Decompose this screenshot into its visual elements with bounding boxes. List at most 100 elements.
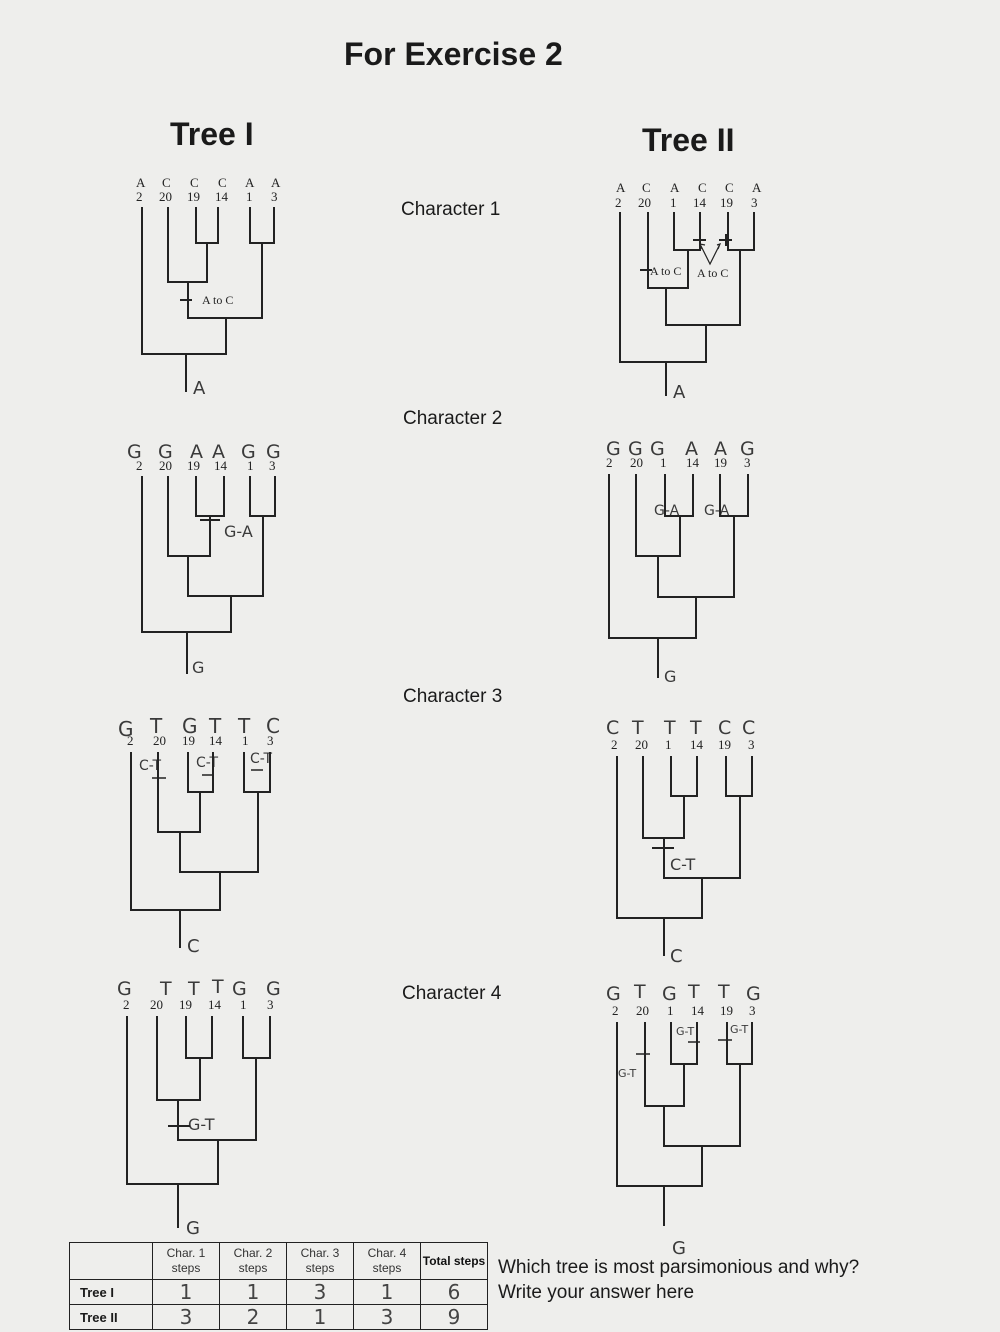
change-label: G-T: [676, 1025, 694, 1038]
step-value[interactable]: 3: [353, 1304, 421, 1330]
taxon-label: 2: [127, 733, 134, 748]
character-1-label: Character 1: [401, 199, 501, 220]
tip-state: G: [182, 714, 198, 738]
tip-state: T: [633, 981, 646, 1003]
question-text: Which tree is most parsimonious and why?: [498, 1257, 860, 1278]
tip-state: G: [266, 441, 281, 463]
taxon-label: 2: [615, 195, 622, 210]
taxon-label: 2: [611, 737, 618, 752]
step-value[interactable]: 3: [286, 1279, 354, 1305]
tip-state: A: [670, 180, 680, 195]
table-header: Char. 4 steps: [353, 1242, 421, 1280]
taxon-label: 1: [247, 458, 254, 473]
taxon-label: 14: [693, 195, 707, 210]
taxon-label: 19: [720, 195, 733, 210]
root-state: G: [186, 1218, 200, 1239]
taxon-label: 14: [686, 455, 700, 470]
answer-prompt[interactable]: Write your answer here: [498, 1282, 695, 1303]
taxon-label: 20: [630, 455, 643, 470]
tip-state: T: [631, 717, 644, 739]
tip-state: A: [190, 441, 203, 463]
character-3-label: Character 3: [403, 686, 503, 707]
change-label: A to C: [697, 266, 728, 280]
tip-state: G: [606, 983, 621, 1005]
step-value[interactable]: 1: [286, 1304, 354, 1330]
tip-state: T: [689, 717, 702, 739]
taxon-label: 14: [214, 458, 228, 473]
tip-state: A: [271, 175, 281, 190]
total-value[interactable]: 6: [420, 1279, 488, 1305]
change-label: G-T: [730, 1023, 748, 1036]
tip-state: T: [149, 714, 163, 738]
taxon-label: 3: [267, 997, 274, 1012]
tip-state: T: [237, 714, 251, 738]
taxon-label: 20: [635, 737, 648, 752]
step-value[interactable]: 1: [219, 1279, 287, 1305]
root-state: G: [672, 1238, 686, 1259]
step-value[interactable]: 1: [152, 1279, 220, 1305]
tree-2-title: Tree II: [642, 122, 735, 158]
change-label: G-T: [188, 1115, 215, 1134]
table-header: Char. 2 steps: [219, 1242, 287, 1280]
tip-state: T: [208, 714, 222, 738]
root-state: C: [187, 936, 200, 957]
tip-state: A: [616, 180, 626, 195]
taxon-label: 1: [660, 455, 667, 470]
tip-state: T: [187, 978, 200, 1000]
tip-state: G: [117, 978, 132, 1000]
taxon-label: 3: [269, 458, 276, 473]
change-label: G-T: [618, 1067, 636, 1080]
taxon-label: 2: [123, 997, 130, 1012]
taxon-label: 20: [159, 458, 172, 473]
table-header-row: Char. 1 steps Char. 2 steps Char. 3 step…: [69, 1242, 488, 1280]
root-state: A: [193, 378, 206, 399]
root-state: A: [673, 382, 686, 403]
step-value[interactable]: 3: [152, 1304, 220, 1330]
change-label: C-T: [139, 758, 162, 774]
taxon-label: 3: [751, 195, 758, 210]
taxon-label: 1: [240, 997, 247, 1012]
taxon-label: 14: [690, 737, 704, 752]
taxon-label: 3: [267, 733, 274, 748]
change-label: G-A: [224, 522, 253, 541]
total-value[interactable]: 9: [420, 1304, 488, 1330]
tip-state: T: [159, 978, 172, 1000]
tree-1-title: Tree I: [170, 116, 254, 152]
tip-state: G: [662, 983, 677, 1005]
tree1-char4: G T T T G G 2 20 19 14 1 3 G-T G: [117, 976, 281, 1239]
tip-state: C: [742, 717, 755, 739]
tree1-char1: A C C C A A 2 20 19 14 1 3 A to C A: [136, 175, 281, 399]
tip-state: C: [718, 717, 731, 739]
taxon-label: 2: [136, 189, 143, 204]
tip-state: A: [714, 438, 727, 460]
taxon-label: 20: [638, 195, 651, 210]
step-value[interactable]: 1: [353, 1279, 421, 1305]
taxon-label: 19: [714, 455, 727, 470]
taxon-label: 1: [667, 1003, 674, 1018]
tip-state: A: [245, 175, 255, 190]
taxon-label: 19: [718, 737, 731, 752]
change-label: A to C: [202, 293, 233, 307]
taxon-label: 20: [636, 1003, 649, 1018]
tip-state: T: [687, 981, 700, 1003]
root-state: G: [192, 658, 204, 677]
taxon-label: 3: [271, 189, 278, 204]
page-title: For Exercise 2: [344, 36, 563, 72]
change-label: C-T: [670, 855, 695, 874]
step-value[interactable]: 2: [219, 1304, 287, 1330]
tip-state: T: [211, 976, 224, 998]
tip-state: A: [685, 438, 698, 460]
taxon-label: 19: [179, 997, 192, 1012]
tip-state: G: [127, 441, 142, 463]
taxon-label: 1: [670, 195, 677, 210]
character-4-label: Character 4: [402, 983, 502, 1004]
tip-state: A: [752, 180, 762, 195]
tip-state: T: [717, 981, 730, 1003]
taxon-label: 1: [665, 737, 672, 752]
steps-table: Char. 1 steps Char. 2 steps Char. 3 step…: [69, 1242, 488, 1330]
tip-state: C: [266, 714, 280, 738]
tip-state: G: [606, 438, 621, 460]
table-header: Char. 1 steps: [152, 1242, 220, 1280]
taxon-label: 3: [748, 737, 755, 752]
